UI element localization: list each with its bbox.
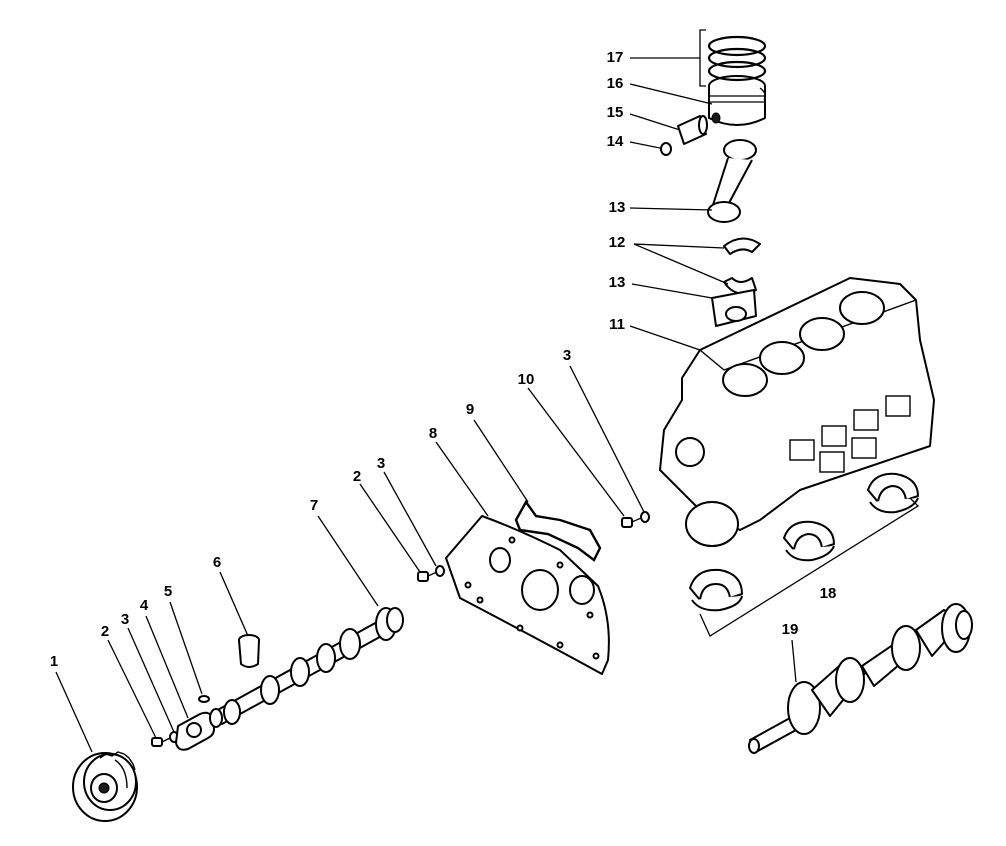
timing-gear-part [72, 751, 138, 822]
leader-lines [55, 29, 920, 753]
bolt-washer-middle-part [417, 565, 445, 582]
label-7: 7 [310, 497, 318, 514]
label-5: 5 [164, 583, 172, 600]
label-3c: 3 [563, 347, 571, 364]
crankshaft-part [748, 603, 973, 754]
tappet-part [238, 634, 260, 668]
bolt-washer-right-part [621, 511, 650, 528]
label-13b: 13 [609, 199, 626, 216]
label-18: 18 [820, 585, 837, 602]
front-plate-part [445, 515, 610, 675]
label-14: 14 [607, 133, 624, 150]
callout-labels: 1 2 3 4 5 6 7 2 3 8 9 10 3 11 13 12 13 1… [50, 49, 837, 670]
label-15: 15 [607, 104, 624, 121]
label-3a: 3 [121, 611, 129, 628]
piston-part [708, 75, 767, 126]
bolt-washer-left-part [151, 731, 179, 747]
camshaft-part [209, 607, 404, 728]
rod-bearings-part [711, 237, 761, 327]
label-2b: 2 [353, 468, 361, 485]
cylinder-block-part [659, 277, 935, 547]
piston-pin-part [677, 115, 708, 145]
label-12: 12 [609, 234, 626, 251]
key-part [198, 695, 210, 703]
connecting-rod-part [707, 139, 757, 223]
label-3b: 3 [377, 455, 385, 472]
label-1: 1 [50, 653, 58, 670]
label-2a: 2 [101, 623, 109, 640]
main-bearings-part [689, 472, 919, 612]
label-16: 16 [607, 75, 624, 92]
label-4: 4 [140, 597, 149, 614]
label-13a: 13 [609, 274, 626, 291]
label-10: 10 [518, 371, 535, 388]
thrust-plate-part [175, 711, 215, 751]
label-9: 9 [466, 401, 474, 418]
label-19: 19 [782, 621, 799, 638]
piston-rings-part [707, 35, 767, 82]
gasket-part [514, 499, 602, 562]
label-17: 17 [607, 49, 624, 66]
label-11: 11 [609, 316, 625, 333]
snap-ring-part [660, 142, 672, 156]
label-6: 6 [213, 554, 221, 571]
label-8: 8 [429, 425, 437, 442]
